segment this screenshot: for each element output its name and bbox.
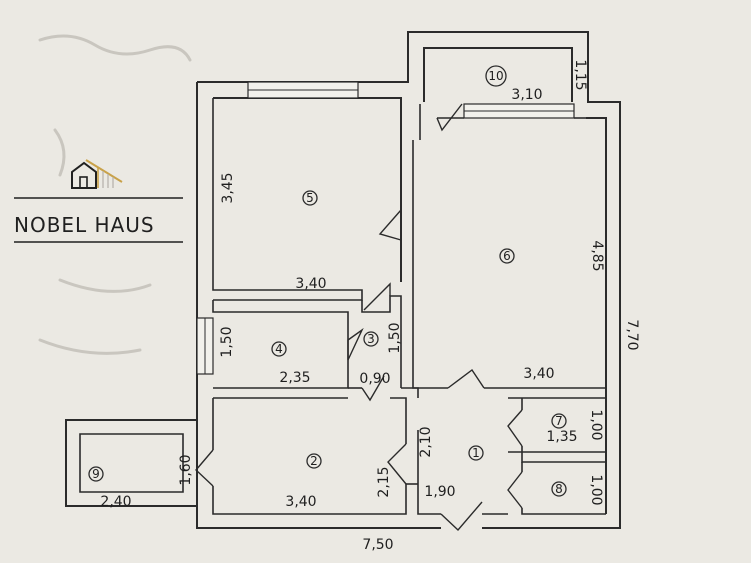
- logo: NOBEL HAUS: [14, 159, 183, 243]
- door-entrance: [440, 501, 483, 532]
- room-number-7: 7: [551, 413, 567, 429]
- room-number-8: 8: [551, 481, 567, 497]
- room-number-4: 4: [271, 341, 287, 357]
- dim-room6-height: 4,85: [589, 240, 605, 271]
- svg-text:5: 5: [306, 191, 314, 205]
- door-room-9: [195, 449, 214, 487]
- door-room-4: [363, 282, 391, 311]
- svg-text:10: 10: [488, 69, 503, 83]
- door-room-3-lower: [361, 375, 385, 402]
- room-4-walls: [196, 295, 402, 399]
- svg-text:8: 8: [555, 482, 563, 496]
- door-room-2: [387, 443, 407, 485]
- room-number-9: 9: [88, 466, 104, 482]
- door-room-10: [436, 103, 463, 132]
- dim-total-height: 7,70: [624, 319, 640, 350]
- door-room-7: [507, 409, 523, 447]
- room-5-walls: [212, 81, 363, 301]
- door-room-6: [447, 368, 485, 389]
- room-number-5: 5: [302, 190, 318, 206]
- room-number-3: 3: [363, 331, 379, 347]
- doors: [195, 103, 523, 532]
- dim-room3-height: 1,50: [387, 322, 403, 353]
- svg-text:4: 4: [275, 342, 283, 356]
- door-room-8: [507, 471, 523, 509]
- svg-text:3: 3: [367, 332, 375, 346]
- dimension-labels: 3,40 3,45 3,40 4,85 3,10 1,15 2,35 1,50 …: [100, 59, 640, 553]
- dim-room1-width: 1,90: [424, 484, 455, 500]
- door-room-3: [347, 327, 364, 361]
- svg-text:7: 7: [555, 414, 563, 428]
- room-number-2: 2: [306, 453, 322, 469]
- room-6-walls: [412, 103, 606, 389]
- svg-text:1: 1: [472, 446, 480, 460]
- dim-room9-width: 2,40: [100, 494, 131, 510]
- dim-room5-height: 3,45: [220, 172, 236, 203]
- dim-room8-height: 1,00: [588, 474, 604, 505]
- room-2-walls: [212, 387, 508, 515]
- room-number-1: 1: [468, 445, 484, 461]
- dim-room2-height: 2,15: [376, 466, 392, 497]
- dim-room4-width: 2,35: [279, 370, 310, 386]
- dim-room7-width: 1,35: [546, 429, 577, 445]
- room-number-10: 10: [485, 65, 507, 87]
- balcony-room-9: [65, 419, 198, 507]
- dim-room3-width: 0,90: [359, 371, 390, 387]
- house-icon: [71, 159, 123, 189]
- dim-room2-width: 3,40: [285, 494, 316, 510]
- dim-room10-width: 3,10: [511, 87, 542, 103]
- closet-walls: [508, 397, 606, 515]
- dim-room6-width: 3,40: [523, 366, 554, 382]
- dim-room7-height: 1,00: [588, 409, 604, 440]
- dim-total-width: 7,50: [362, 537, 393, 553]
- logo-text: NOBEL HAUS: [14, 213, 155, 237]
- dim-room5-width: 3,40: [295, 276, 326, 292]
- background-scribbles: [38, 34, 192, 355]
- dim-room9-height: 1,60: [178, 454, 194, 485]
- room-number-6: 6: [499, 248, 515, 264]
- dim-room4-height: 1,50: [219, 326, 235, 357]
- dim-room1-height: 2,10: [418, 426, 434, 457]
- svg-text:9: 9: [92, 467, 100, 481]
- svg-text:6: 6: [503, 249, 511, 263]
- svg-text:2: 2: [310, 454, 318, 468]
- door-room-5: [378, 209, 402, 241]
- dim-room10-height: 1,15: [572, 59, 588, 90]
